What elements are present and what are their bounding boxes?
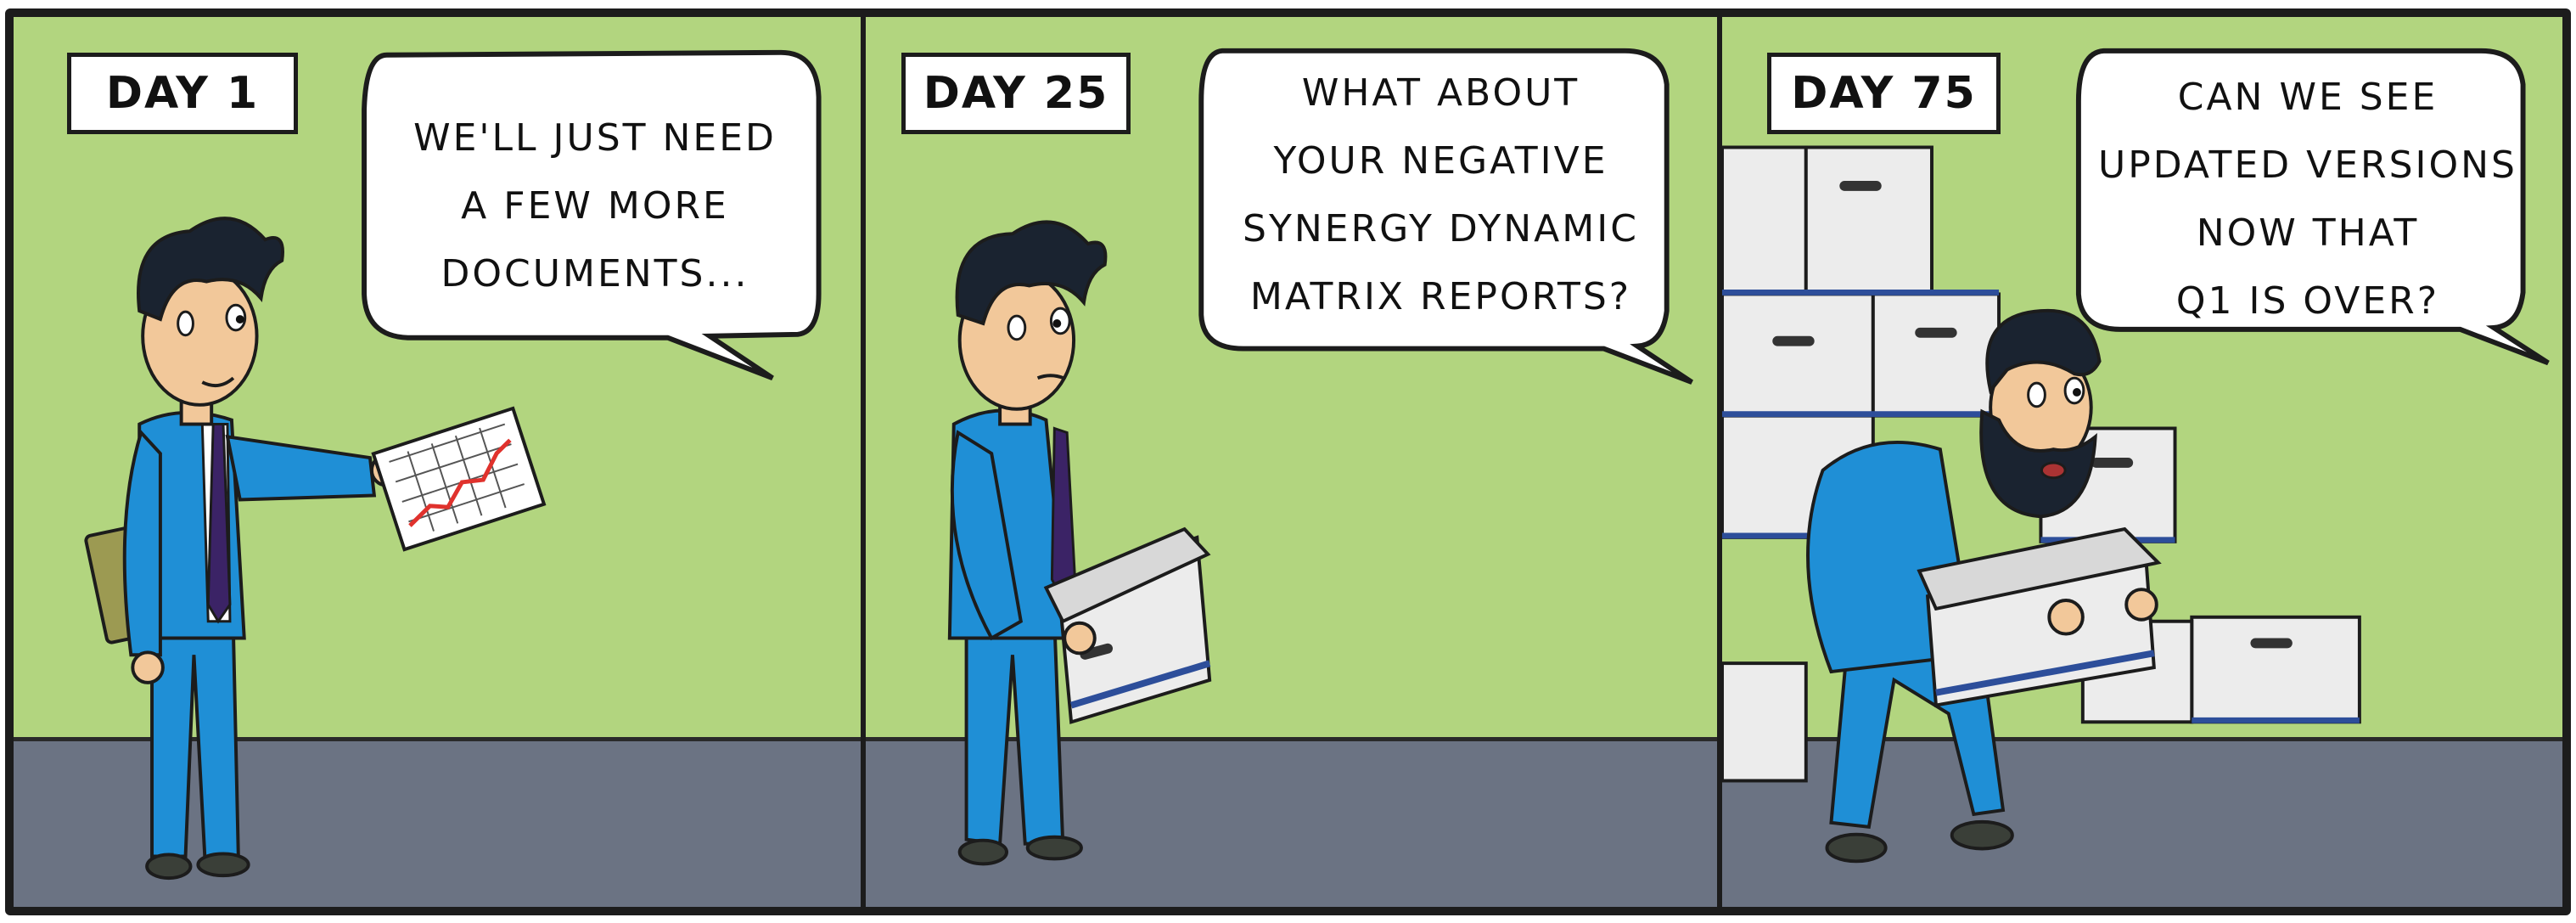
speech-line: UPDATED VERSIONS bbox=[2098, 144, 2517, 187]
box-stacks bbox=[1722, 145, 2361, 783]
speech-line: MATRIX REPORTS? bbox=[1249, 275, 1632, 318]
speech-line: SYNERGY DYNAMIC bbox=[1243, 207, 1639, 250]
chart-paper bbox=[371, 406, 547, 552]
speech-text: WHAT ABOUT YOUR NEGATIVE SYNERGY DYNAMIC… bbox=[1209, 59, 1672, 331]
speech-line: WHAT ABOUT bbox=[1301, 71, 1580, 115]
tie bbox=[206, 423, 232, 624]
speech-text: WE'LL JUST NEED A FEW MORE DOCUMENTS... bbox=[374, 104, 816, 308]
speech-bubble bbox=[362, 49, 822, 380]
panel-day-25: DAY 25 WHAT ABOUT YOUR NEGATIVE SYNERGY … bbox=[861, 12, 1722, 912]
speech-line: YOUR NEGATIVE bbox=[1273, 139, 1608, 183]
speech-bubble bbox=[2075, 48, 2550, 366]
hair bbox=[137, 217, 284, 322]
archive-box bbox=[1917, 526, 2162, 707]
beard bbox=[1979, 408, 2097, 519]
day-label: DAY 1 bbox=[67, 53, 298, 134]
speech-text: CAN WE SEE UPDATED VERSIONS NOW THAT Q1 … bbox=[2083, 64, 2533, 335]
panel-2-scene bbox=[947, 48, 1693, 866]
day-label: DAY 75 bbox=[1767, 53, 2001, 134]
day-label: DAY 25 bbox=[901, 53, 1131, 134]
speech-bubble bbox=[1198, 48, 1693, 385]
panel-day-75: DAY 75 CAN WE SEE UPDATED VERSIONS NOW T… bbox=[1717, 12, 2568, 912]
speech-line: Q1 IS OVER? bbox=[2175, 279, 2440, 323]
speech-line: CAN WE SEE bbox=[2177, 76, 2439, 119]
hair bbox=[955, 220, 1108, 326]
panel-3-scene bbox=[1722, 48, 2550, 864]
speech-line: A FEW MORE bbox=[461, 184, 729, 228]
tie bbox=[1050, 426, 1077, 599]
panel-day-1: DAY 1 WE'LL JUST NEED A FEW MORE DOCUMEN… bbox=[8, 12, 866, 912]
floor bbox=[866, 737, 1717, 907]
archive-box bbox=[1043, 526, 1212, 724]
speech-line: NOW THAT bbox=[2196, 211, 2420, 255]
panel-1-scene bbox=[84, 49, 822, 881]
speech-line: WE'LL JUST NEED bbox=[413, 116, 777, 160]
hair bbox=[1985, 308, 2102, 395]
speech-line: DOCUMENTS... bbox=[441, 252, 749, 295]
comic-strip: DAY 1 WE'LL JUST NEED A FEW MORE DOCUMEN… bbox=[5, 8, 2571, 915]
